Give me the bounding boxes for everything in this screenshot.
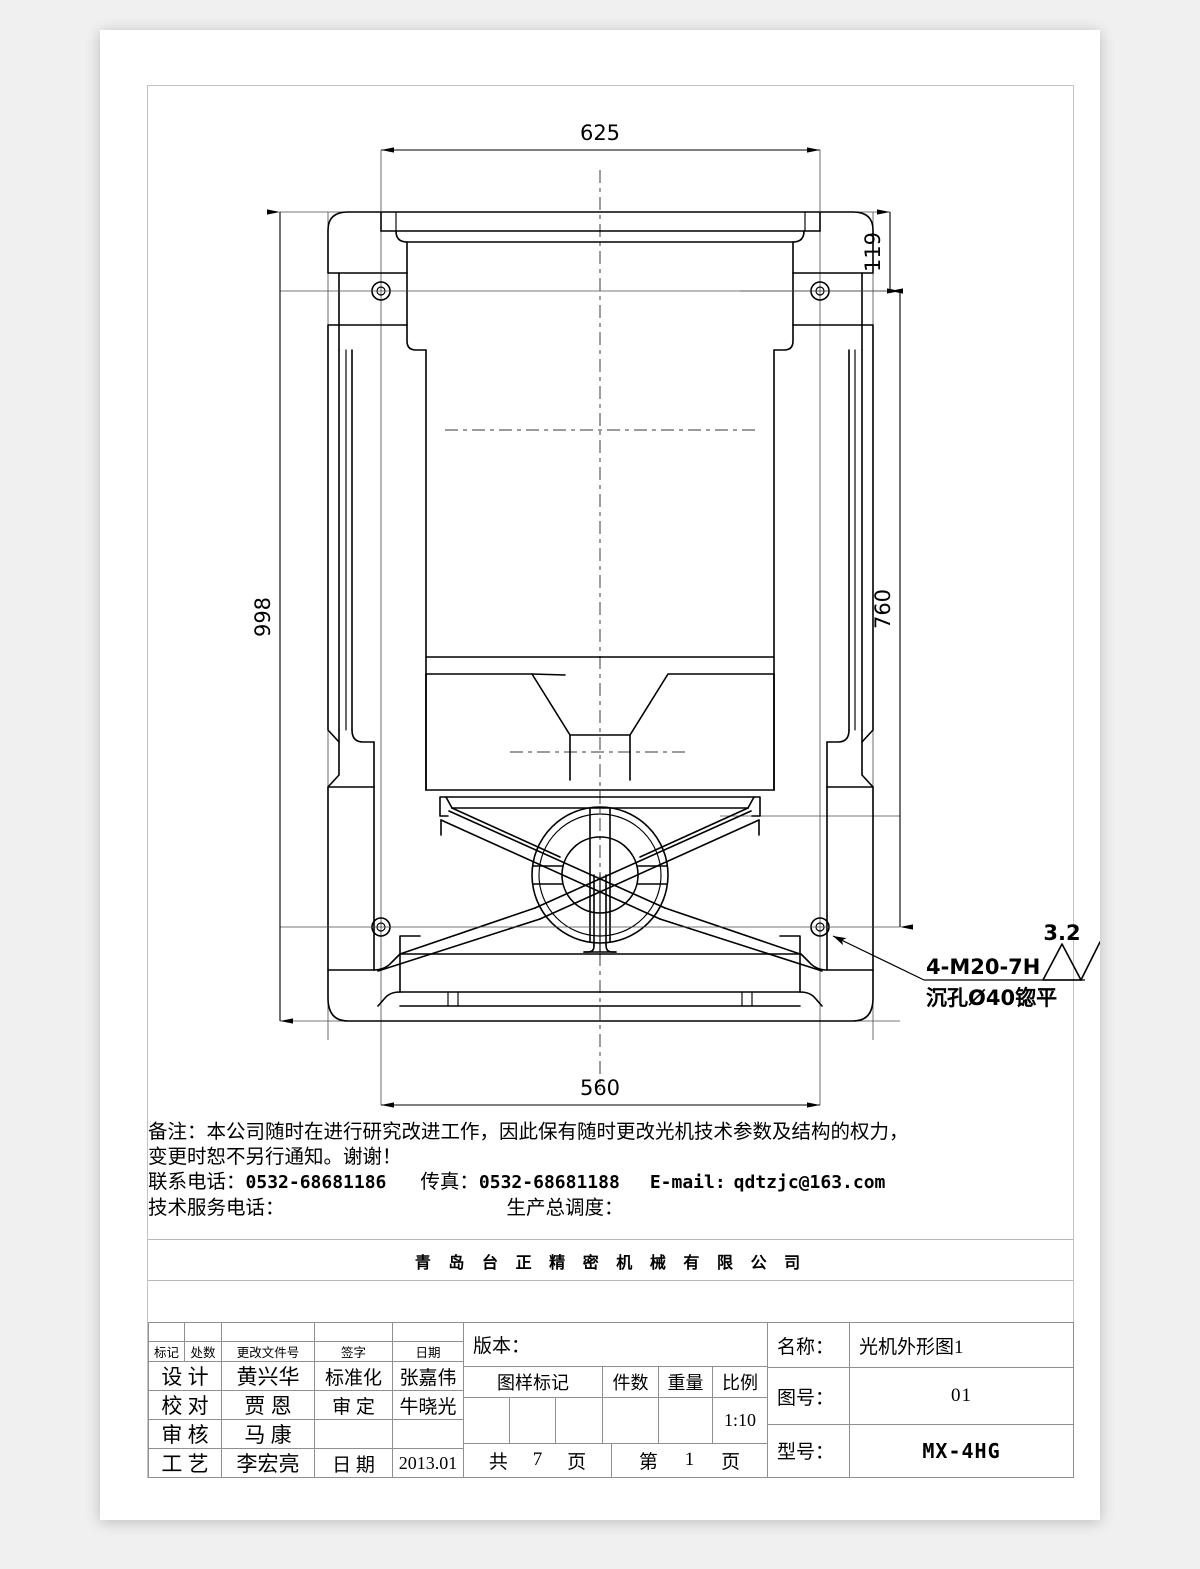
fax-label: 传真： bbox=[420, 1172, 479, 1193]
role-row-review: 审 核 马 康 bbox=[149, 1420, 463, 1449]
drawing-no-row: 图号： 01 bbox=[768, 1368, 1073, 1425]
rev-hdr-docno: 更改文件号 bbox=[222, 1342, 315, 1361]
phone-label: 联系电话： bbox=[148, 1172, 246, 1193]
page-total-prefix: 共 bbox=[488, 1451, 508, 1473]
mid-header-row: 图样标记 件数 重量 比例 bbox=[464, 1367, 767, 1398]
drawing-no-value: 01 bbox=[951, 1385, 972, 1407]
fax-value: 0532-68681188 bbox=[478, 1172, 620, 1193]
date-label: 日 期 bbox=[315, 1449, 393, 1477]
service-label: 技术服务电话： bbox=[148, 1198, 285, 1219]
part-name-label: 名称： bbox=[768, 1323, 850, 1368]
role-process-name: 李宏亮 bbox=[222, 1449, 315, 1477]
role-check-name: 贾 恩 bbox=[222, 1391, 315, 1419]
email-label: E-mail: bbox=[649, 1172, 726, 1193]
role-review-blank1 bbox=[315, 1420, 393, 1448]
scale-value: 1:10 bbox=[723, 1409, 756, 1430]
mid-hdr-scale: 比例 bbox=[722, 1372, 758, 1393]
page-current-value: 1 bbox=[684, 1449, 695, 1471]
role-row-process: 工 艺 李宏亮 日 期 2013.01 bbox=[149, 1449, 463, 1477]
model-value: MX-4HG bbox=[922, 1438, 1001, 1463]
mid-hdr-mark: 图样标记 bbox=[464, 1367, 603, 1397]
mid-val-3 bbox=[556, 1397, 603, 1443]
role-standardize-name: 张嘉伟 bbox=[399, 1367, 457, 1389]
rev-hdr-date: 日期 bbox=[415, 1346, 441, 1360]
role-review-name: 马 康 bbox=[222, 1420, 315, 1448]
mid-value-row: 1:10 bbox=[464, 1397, 767, 1444]
notes-block: 备注：本公司随时在进行研究改进工作，因此保有随时更改光机技术参数及结构的权力， … bbox=[148, 1120, 1073, 1222]
title-block: 标记 处数 更改文件号 签字 日期 设 计 黄兴华 标准化 张嘉伟 校 对 贾 … bbox=[148, 1322, 1074, 1478]
role-approve-name: 牛晓光 bbox=[399, 1396, 457, 1418]
revision-header-row: 标记 处数 更改文件号 签字 日期 bbox=[149, 1342, 463, 1362]
service-row: 技术服务电话： 生产总调度： bbox=[148, 1196, 1073, 1222]
rev-hdr-sign: 签字 bbox=[315, 1342, 393, 1361]
rev-blank-1 bbox=[149, 1323, 185, 1341]
mid-hdr-weight: 重量 bbox=[659, 1367, 713, 1397]
model-label: 型号： bbox=[768, 1424, 850, 1477]
page-total-cell: 共 7 页 bbox=[464, 1443, 612, 1478]
drawing-sheet: .obj{fill:none;stroke:#000;stroke-width:… bbox=[100, 30, 1100, 1520]
rev-hdr-count: 处数 bbox=[185, 1342, 222, 1361]
note-line-1: 备注：本公司随时在进行研究改进工作，因此保有随时更改光机技术参数及结构的权力， bbox=[148, 1122, 909, 1143]
company-name: 青 岛 台 正 精 密 机 械 有 限 公 司 bbox=[414, 1253, 807, 1272]
revision-blank-row bbox=[149, 1323, 463, 1342]
mid-val-2 bbox=[510, 1397, 556, 1443]
title-block-left: 标记 处数 更改文件号 签字 日期 设 计 黄兴华 标准化 张嘉伟 校 对 贾 … bbox=[149, 1323, 464, 1477]
rev-blank-4 bbox=[315, 1323, 393, 1341]
part-name-value: 光机外形图1 bbox=[859, 1336, 964, 1358]
page-current-cell: 第 1 页 bbox=[612, 1444, 767, 1477]
role-row-check: 校 对 贾 恩 审 定 牛晓光 bbox=[149, 1391, 463, 1420]
rev-hdr-mark: 标记 bbox=[149, 1342, 185, 1361]
role-row-design: 设 计 黄兴华 标准化 张嘉伟 bbox=[149, 1362, 463, 1391]
title-block-middle: 版本： 图样标记 件数 重量 比例 1:10 共 7 bbox=[464, 1323, 768, 1478]
phone-value: 0532-68681186 bbox=[245, 1172, 387, 1193]
role-review-label: 审 核 bbox=[149, 1420, 222, 1448]
email-value: qdtzjc@163.com bbox=[733, 1172, 886, 1193]
mid-val-weight bbox=[659, 1397, 713, 1443]
part-name-row: 名称： 光机外形图1 bbox=[768, 1323, 1073, 1369]
note-line-2: 变更时恕不另行通知。谢谢！ bbox=[148, 1147, 402, 1168]
rev-blank-5 bbox=[393, 1323, 463, 1341]
role-check-label: 校 对 bbox=[149, 1391, 222, 1419]
role-design-name: 黄兴华 bbox=[222, 1362, 315, 1390]
mid-val-qty bbox=[603, 1397, 659, 1443]
mid-hdr-qty: 件数 bbox=[603, 1367, 659, 1397]
page-current-suffix: 页 bbox=[721, 1451, 741, 1473]
page-total-value: 7 bbox=[532, 1449, 543, 1471]
page-row: 共 7 页 第 1 页 bbox=[464, 1443, 767, 1478]
role-process-label: 工 艺 bbox=[149, 1449, 222, 1477]
dispatch-label: 生产总调度： bbox=[506, 1198, 624, 1219]
version-label: 版本： bbox=[473, 1336, 531, 1358]
role-review-blank2 bbox=[393, 1420, 463, 1448]
model-row: 型号： MX-4HG bbox=[768, 1424, 1073, 1477]
role-approve-label: 审 定 bbox=[315, 1391, 393, 1419]
rev-blank-2 bbox=[185, 1323, 222, 1341]
role-standardize-label: 标准化 bbox=[315, 1362, 393, 1390]
title-block-right: 名称： 光机外形图1 图号： 01 型号： MX-4HG bbox=[768, 1323, 1073, 1477]
rev-blank-3 bbox=[222, 1323, 315, 1341]
mid-val-1 bbox=[464, 1397, 510, 1443]
contact-row: 联系电话： 0532-68681186 传真： 0532-68681188 E-… bbox=[148, 1170, 1073, 1196]
version-row: 版本： bbox=[464, 1323, 767, 1368]
notes-divider-bottom bbox=[148, 1280, 1073, 1281]
page-total-suffix: 页 bbox=[567, 1451, 587, 1473]
page-current-prefix: 第 bbox=[638, 1451, 658, 1473]
notes-divider-top bbox=[148, 1239, 1073, 1240]
role-design-label: 设 计 bbox=[149, 1362, 222, 1390]
drawing-no-label: 图号： bbox=[768, 1368, 850, 1424]
date-value: 2013.01 bbox=[398, 1452, 458, 1473]
